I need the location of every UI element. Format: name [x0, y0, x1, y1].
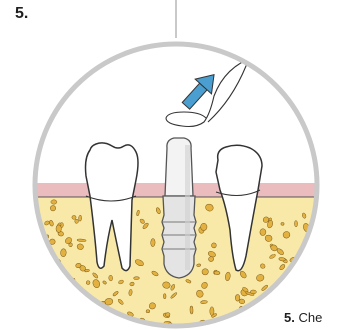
bone-spot	[268, 316, 273, 320]
bone-spot	[321, 314, 328, 321]
bone-spot	[70, 300, 76, 305]
bone-spot	[72, 215, 77, 219]
bone-spot	[78, 215, 81, 221]
bone-spot	[253, 314, 260, 317]
bone-spot	[322, 233, 329, 237]
bone-spot	[288, 297, 295, 302]
bone-spot	[272, 295, 281, 305]
bone-spot	[285, 296, 292, 303]
bone-spot	[265, 317, 274, 325]
bone-spot	[58, 316, 66, 322]
bone-spot	[56, 225, 62, 233]
bone-spot	[104, 326, 113, 330]
bone-spot	[115, 322, 121, 329]
bone-spot	[316, 276, 324, 279]
bone-spot	[327, 257, 333, 263]
caption-text: Che	[298, 310, 322, 325]
bone-spot	[317, 298, 322, 303]
bone-spot	[26, 232, 35, 240]
bone-spot	[309, 281, 319, 288]
bone-spot	[62, 291, 71, 300]
bone-spot	[325, 246, 332, 254]
bone-spot	[294, 221, 297, 227]
bone-spot	[98, 322, 103, 327]
bone-spot	[269, 295, 274, 301]
bone-spot	[23, 227, 29, 236]
bone-spot	[134, 277, 140, 280]
bone-spot	[251, 320, 255, 326]
bone-spot	[310, 291, 316, 299]
bone-spot	[108, 275, 112, 281]
bone-spot	[51, 200, 57, 204]
bone-spot	[74, 297, 82, 306]
bone-spot	[26, 300, 34, 308]
bone-spot	[51, 268, 56, 271]
bone-spot	[260, 229, 266, 236]
bone-spot	[254, 316, 262, 323]
bone-spot	[300, 270, 308, 278]
bone-spot	[308, 250, 315, 259]
bone-spot	[77, 302, 86, 307]
bone-spot	[163, 294, 166, 299]
bone-spot	[60, 281, 67, 288]
bone-spot	[70, 317, 79, 326]
bone-spot	[202, 268, 209, 275]
bone-spot	[322, 213, 330, 222]
bone-spot	[29, 244, 33, 249]
bone-spot	[80, 298, 85, 302]
bone-spot	[281, 222, 284, 225]
bone-spot	[151, 239, 156, 247]
dental-implant	[162, 138, 196, 278]
bone-spot	[75, 219, 79, 223]
bone-spot	[102, 312, 111, 321]
caption-number: 5.	[284, 310, 295, 325]
bone-spot	[298, 286, 304, 292]
bone-spot	[57, 294, 65, 302]
bone-spot	[24, 296, 32, 304]
bone-spot	[107, 324, 111, 330]
bone-spot	[218, 326, 227, 330]
bone-spot	[311, 233, 319, 236]
bone-spot	[24, 286, 31, 294]
bone-spot	[272, 303, 279, 310]
bone-spot	[46, 323, 56, 330]
bone-spot	[294, 295, 302, 302]
bone-spot	[302, 287, 309, 296]
bone-spot	[294, 275, 300, 281]
bone-spot	[303, 326, 308, 329]
bone-spot	[47, 314, 51, 318]
bone-spot	[88, 304, 93, 308]
bone-spot	[48, 307, 53, 312]
bone-spot	[96, 322, 103, 328]
bone-spot	[190, 306, 193, 314]
caption: 5. Che	[284, 310, 322, 325]
bone-spot	[311, 293, 318, 302]
bone-spot	[200, 223, 207, 231]
bone-spot	[37, 243, 45, 251]
bone-spot	[79, 310, 87, 317]
bone-spot	[52, 295, 57, 300]
bone-spot	[326, 260, 337, 269]
bone-spot	[246, 318, 253, 325]
bone-spot	[295, 278, 302, 284]
bone-spot	[279, 326, 286, 330]
bone-spot	[74, 306, 81, 314]
bone-spot	[295, 286, 303, 291]
bone-spot	[96, 318, 101, 323]
bone-spot	[250, 290, 256, 294]
bone-spot	[305, 268, 310, 273]
bone-spot	[315, 304, 321, 309]
bone-spot	[60, 249, 66, 257]
bone-spot	[53, 313, 59, 319]
bone-spot	[146, 310, 150, 313]
bone-spot	[311, 274, 320, 283]
bone-spot	[318, 241, 324, 247]
bone-spot	[276, 316, 280, 324]
bone-spot	[243, 312, 249, 318]
bone-spot	[327, 259, 332, 266]
bone-spot	[31, 279, 36, 284]
